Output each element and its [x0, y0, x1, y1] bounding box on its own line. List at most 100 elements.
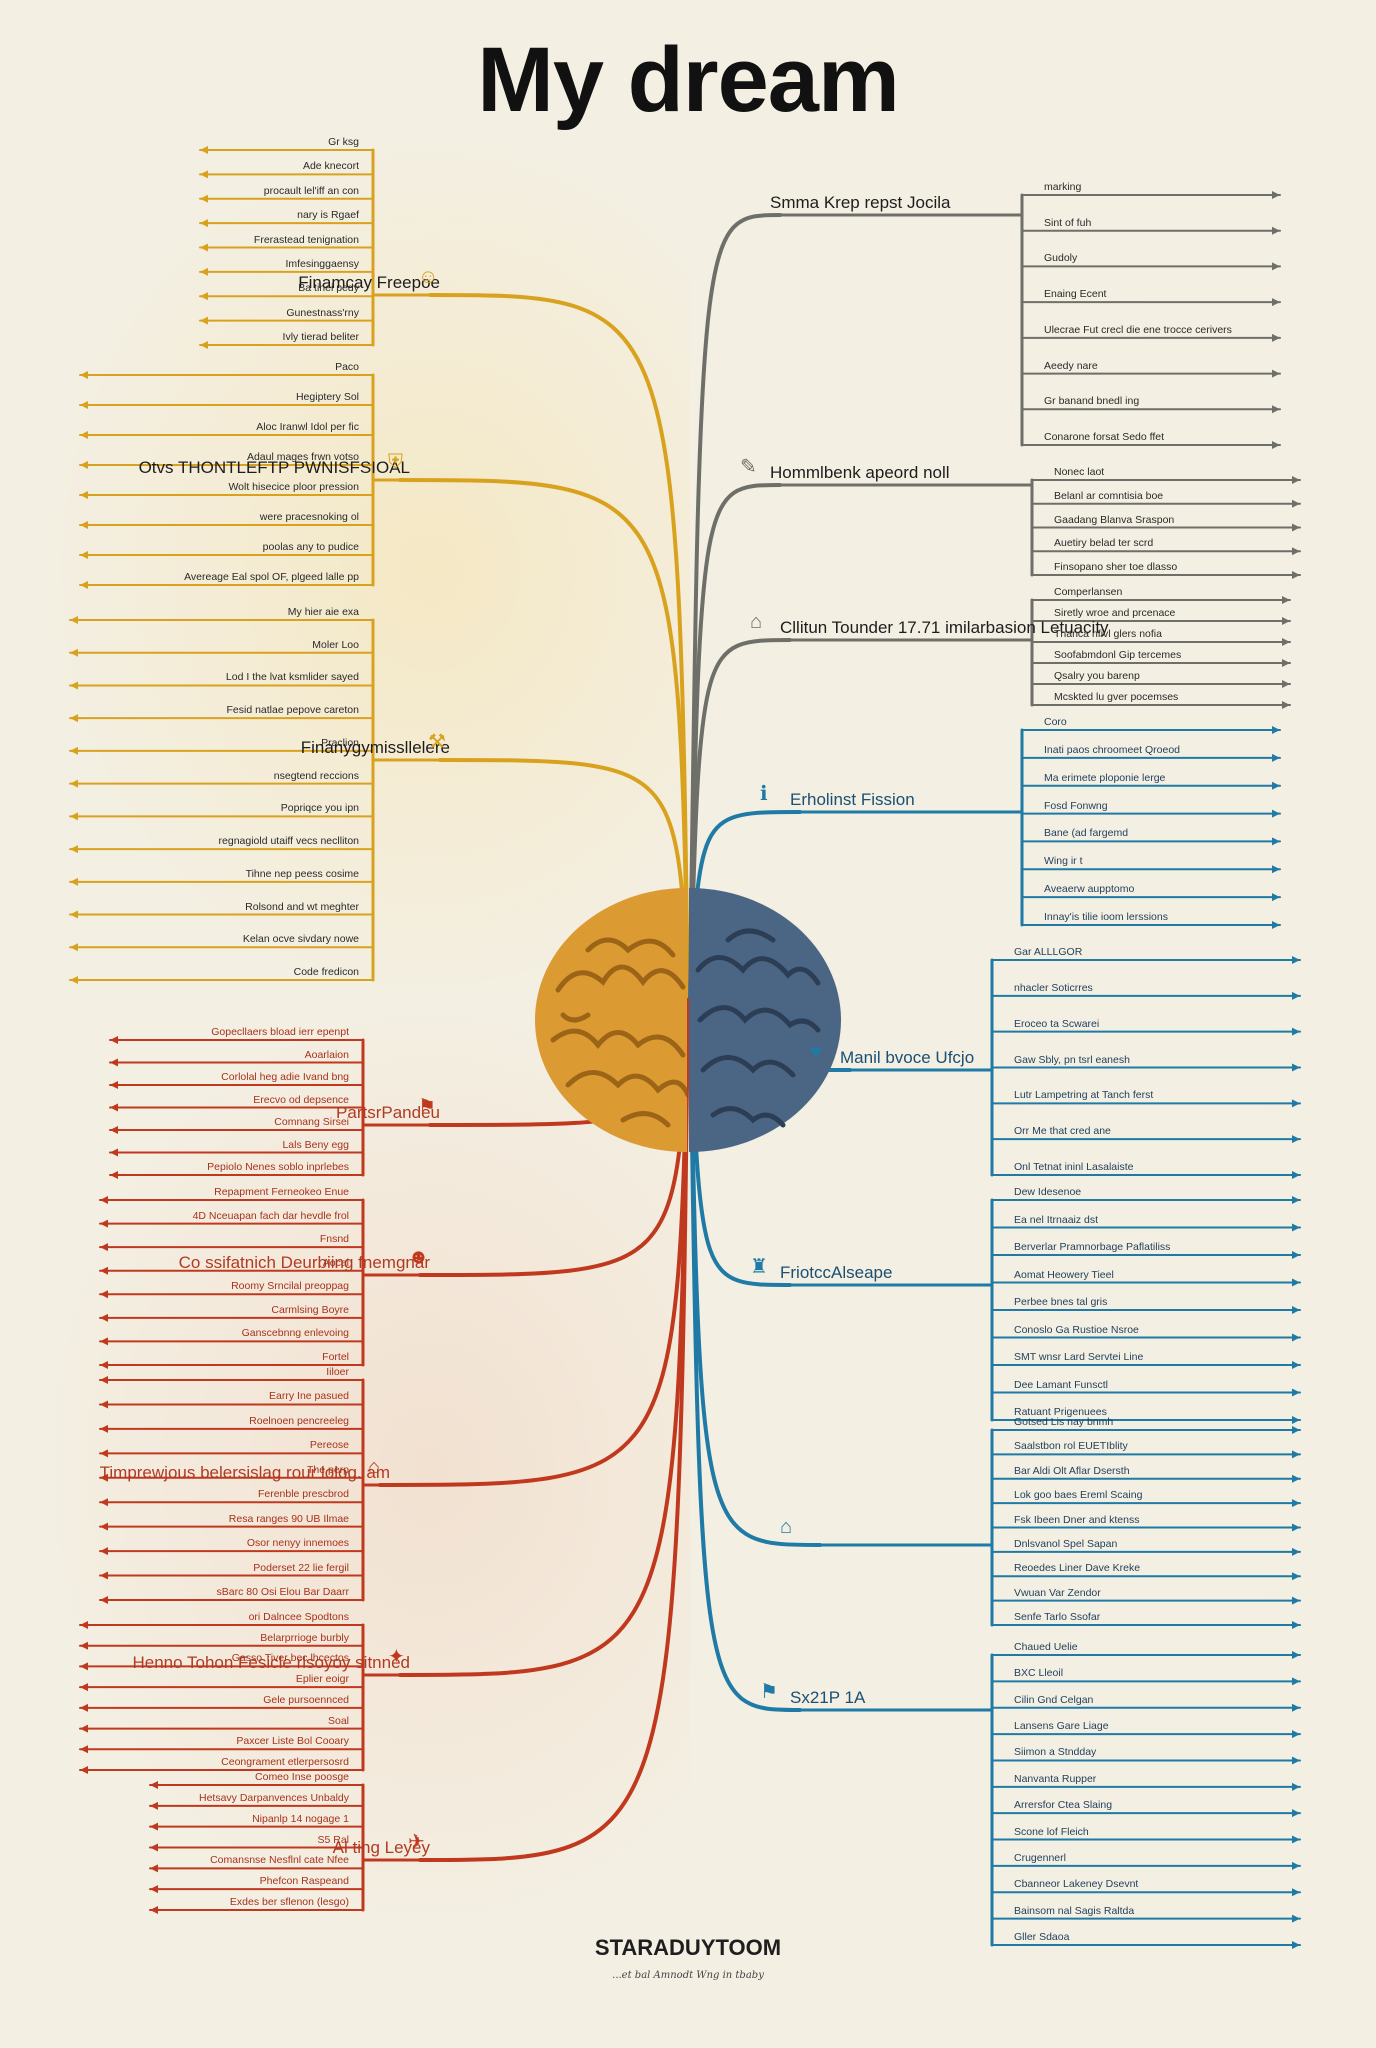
arrowhead	[1292, 1388, 1300, 1397]
leaf-label-b4: Bar Aldi Olt Aflar Dsersth	[1014, 1464, 1130, 1477]
arrowhead	[1292, 1651, 1300, 1659]
ufo-icon: ✈	[408, 1831, 425, 1853]
leaf-label-b5: BXC Lleoil	[1014, 1667, 1064, 1680]
arrowhead	[1292, 1782, 1300, 1791]
arrowhead	[1272, 726, 1280, 734]
leaf-label-r3: Osor nenyy innemoes	[246, 1537, 349, 1550]
arrowhead	[1292, 1547, 1300, 1556]
leaf-label-g3: Soofabmdonl Gip tercemes	[1054, 649, 1182, 661]
leaf-label-y2: were pracesnoking ol	[259, 511, 359, 523]
branch-connector-y2	[398, 478, 690, 1002]
leaf-label-b3: Aomat Heowery Tieel	[1014, 1268, 1114, 1281]
arrowhead	[1272, 753, 1280, 762]
brand-logo: STARADUYTOOM	[578, 1935, 798, 1961]
leaf-label-g3: Qsalry you barenp	[1054, 670, 1140, 682]
leaf-label-y3: Rolsond and wt meghter	[245, 900, 359, 913]
arrowhead	[100, 1290, 108, 1299]
arrowhead	[1292, 1523, 1300, 1532]
leaf-label-r3: Iiloer	[326, 1366, 349, 1378]
leaf-label-b1: Inati paos chroomeet Qroeod	[1044, 743, 1180, 756]
arrowhead	[70, 714, 78, 723]
leaf-label-r3: Roelnoen pencreeleg	[249, 1414, 349, 1427]
leaf-label-b3: Conoslo Ga Rustioe Nsroe	[1014, 1323, 1139, 1336]
arrowhead	[1292, 1474, 1300, 1483]
arrowhead	[1292, 1703, 1300, 1712]
arrowhead	[1272, 191, 1280, 199]
arrowhead	[70, 648, 78, 657]
leaf-label-y3: Popriqce you ipn	[280, 802, 359, 815]
arrowhead	[200, 146, 208, 154]
arrowhead	[1292, 1621, 1300, 1629]
leaf-label-b1: Aveaerw aupptomo	[1044, 883, 1135, 896]
arrowhead	[200, 219, 208, 228]
leaf-label-g1: Ulecrae Fut crecl die ene trocce ceriver…	[1044, 323, 1232, 336]
arrowhead	[1272, 298, 1280, 307]
leaf-label-r3: The perp	[306, 1463, 349, 1476]
arrowhead	[80, 551, 88, 559]
leaf-label-g1: Enaing Ecent	[1044, 288, 1107, 301]
branch-connector-g3	[688, 638, 792, 1002]
leaf-label-y3: Kelan ocve sivdary nowe	[242, 933, 359, 946]
leaf-label-g1: marking	[1044, 181, 1082, 193]
leaf-label-r4: Eplier eoigr	[295, 1673, 349, 1686]
arrowhead	[80, 1662, 88, 1671]
arrowhead	[1292, 1756, 1300, 1765]
arrowhead	[80, 1724, 88, 1733]
leaf-label-b1: Fosd Fonwng	[1044, 799, 1108, 812]
branch-label-r3: Timprewjous belersislag rour lolog. am	[99, 1463, 390, 1482]
arrowhead	[1282, 680, 1290, 688]
arrowhead	[80, 1745, 88, 1754]
arrowhead	[1292, 1888, 1300, 1897]
leaf-label-y1: Frerastead tenignation	[253, 233, 359, 246]
logo-text: STARADUYTOOM	[594, 1935, 782, 1960]
leaf-label-y1: Ade knecort	[302, 160, 359, 173]
arrowhead	[1292, 1450, 1300, 1459]
leaf-label-y2: Adaul mages frwn votso	[246, 451, 359, 463]
leaf-label-y3: Lod I the lvat ksmlider sayed	[225, 671, 359, 684]
leaf-label-y2: poolas any to pudice	[262, 541, 359, 553]
branch-label-b1: Erholinst Fission	[790, 790, 915, 809]
arrowhead	[1292, 991, 1300, 1000]
leaf-label-r5: Exdes ber sflenon (lesgo)	[229, 1896, 349, 1908]
leaf-label-r5: Comansnse Nesflnl cate Nfee	[210, 1854, 349, 1867]
brain-left-hemisphere	[535, 888, 687, 1152]
arrowhead	[200, 170, 208, 179]
arrowhead	[110, 1036, 118, 1044]
arrowhead	[80, 1703, 88, 1712]
leaf-label-b5: Chaued Uelie	[1014, 1641, 1078, 1653]
face-icon: ☺	[418, 266, 439, 288]
leaf-label-g3: Thanca nfivl glers nofia	[1054, 628, 1162, 640]
branch-label-r5: Al ting Leyey	[332, 1838, 430, 1857]
arrowhead	[70, 812, 78, 821]
arrowhead	[100, 1473, 108, 1482]
leaf-label-g1: Gudoly	[1044, 252, 1078, 265]
leaf-label-b5: Nanvanta Rupper	[1014, 1772, 1097, 1785]
leaf-label-r1: Gopecllaers bload ierr epenpt	[211, 1026, 349, 1038]
leaf-label-y1: Gr ksg	[328, 136, 359, 148]
arrowhead	[80, 1683, 88, 1692]
leaf-label-r1: Erecvo od depsence	[253, 1093, 349, 1106]
leaf-label-y3: Code fredicon	[293, 966, 359, 978]
arrowhead	[100, 1498, 108, 1507]
leaf-label-g2: Finsopano sher toe dlasso	[1054, 561, 1178, 573]
arrowhead	[150, 1885, 158, 1894]
leaf-label-r1: Comnang Sirsei	[274, 1116, 349, 1128]
yellow-glow	[40, 130, 690, 1010]
leaf-label-b3: Ea nel Itrnaaiz dst	[1014, 1213, 1099, 1226]
leaf-label-b4: Lok goo baes Ereml Scaing	[1014, 1489, 1143, 1502]
leaf-label-r2: 4D Nceuapan fach dar hevdle frol	[192, 1209, 349, 1222]
leaf-label-g3: Mcskted lu gver pocemses	[1054, 691, 1179, 703]
climber-icon: ⚑	[760, 1681, 778, 1703]
leaf-label-r4: Gele pursoennced	[263, 1693, 349, 1706]
arrowhead	[80, 581, 88, 589]
leaf-label-b3: SMT wnsr Lard Servtei Line	[1014, 1351, 1144, 1363]
branch-label-r2: Co ssifatnich Deurbiing fnemgnar	[178, 1253, 430, 1272]
house-icon: ⌂	[368, 1456, 381, 1478]
leaf-label-r2: Aocal	[322, 1256, 349, 1269]
arrowhead	[100, 1243, 108, 1252]
arrowhead	[1292, 499, 1300, 508]
leaf-label-b3: Dee Lamant Funsctl	[1014, 1378, 1108, 1391]
arrowhead	[1272, 921, 1280, 929]
branch-label-r1: PartsrPandeu	[336, 1103, 440, 1122]
arrowhead	[80, 521, 88, 529]
